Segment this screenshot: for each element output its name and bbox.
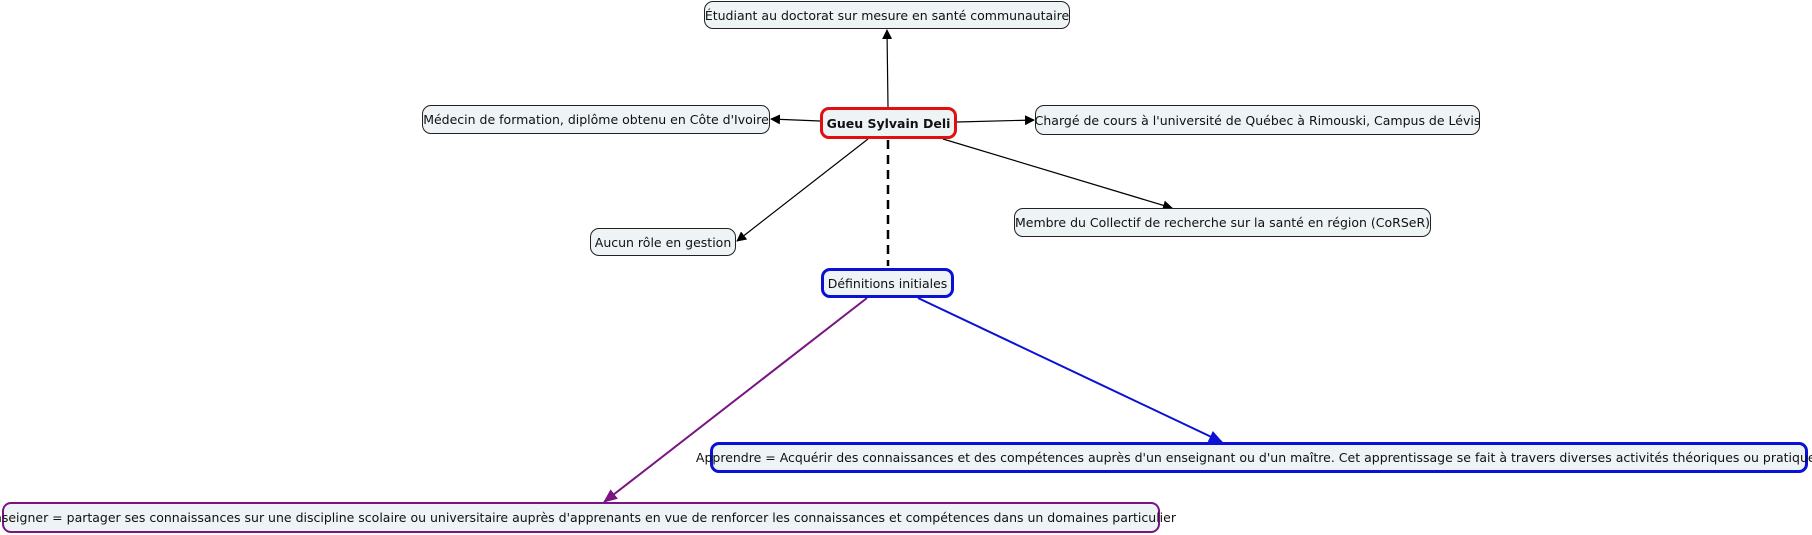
node-root[interactable]: Gueu Sylvain Deli [820, 107, 957, 139]
node-charge[interactable]: Chargé de cours à l'université de Québec… [1035, 105, 1480, 135]
node-etudiant-label: Étudiant au doctorat sur mesure en santé… [704, 7, 1070, 23]
node-aucun-label: Aucun rôle en gestion [594, 234, 732, 250]
link-definitions-apprendre [917, 297, 1223, 443]
node-aucun[interactable]: Aucun rôle en gestion [590, 228, 736, 256]
node-etudiant[interactable]: Étudiant au doctorat sur mesure en santé… [704, 1, 1070, 29]
link-root-aucun [736, 138, 869, 242]
link-root-membre [942, 138, 1173, 211]
link-root-medecin [770, 114, 821, 125]
node-definitions[interactable]: Définitions initiales [821, 268, 954, 298]
node-charge-label: Chargé de cours à l'université de Québec… [1034, 112, 1481, 128]
node-enseigner-label: Enseigner = partager ses connaissances s… [0, 510, 1176, 525]
node-enseigner[interactable]: Enseigner = partager ses connaissances s… [0, 502, 1176, 533]
link-root-charge [956, 115, 1035, 126]
node-root-label: Gueu Sylvain Deli [826, 115, 951, 131]
node-membre-label: Membre du Collectif de recherche sur la … [1014, 215, 1431, 230]
link-definitions-enseigner [603, 297, 868, 503]
node-medecin[interactable]: Médecin de formation, diplôme obtenu en … [422, 105, 770, 134]
node-membre[interactable]: Membre du Collectif de recherche sur la … [1014, 208, 1431, 237]
node-apprendre-label: Apprendre = Acquérir des connaissances e… [695, 450, 1812, 465]
node-definitions-label: Définitions initiales [827, 275, 948, 291]
link-root-etudiant [882, 29, 893, 108]
node-apprendre[interactable]: Apprendre = Acquérir des connaissances e… [696, 442, 1812, 473]
node-medecin-label: Médecin de formation, diplôme obtenu en … [423, 112, 769, 127]
